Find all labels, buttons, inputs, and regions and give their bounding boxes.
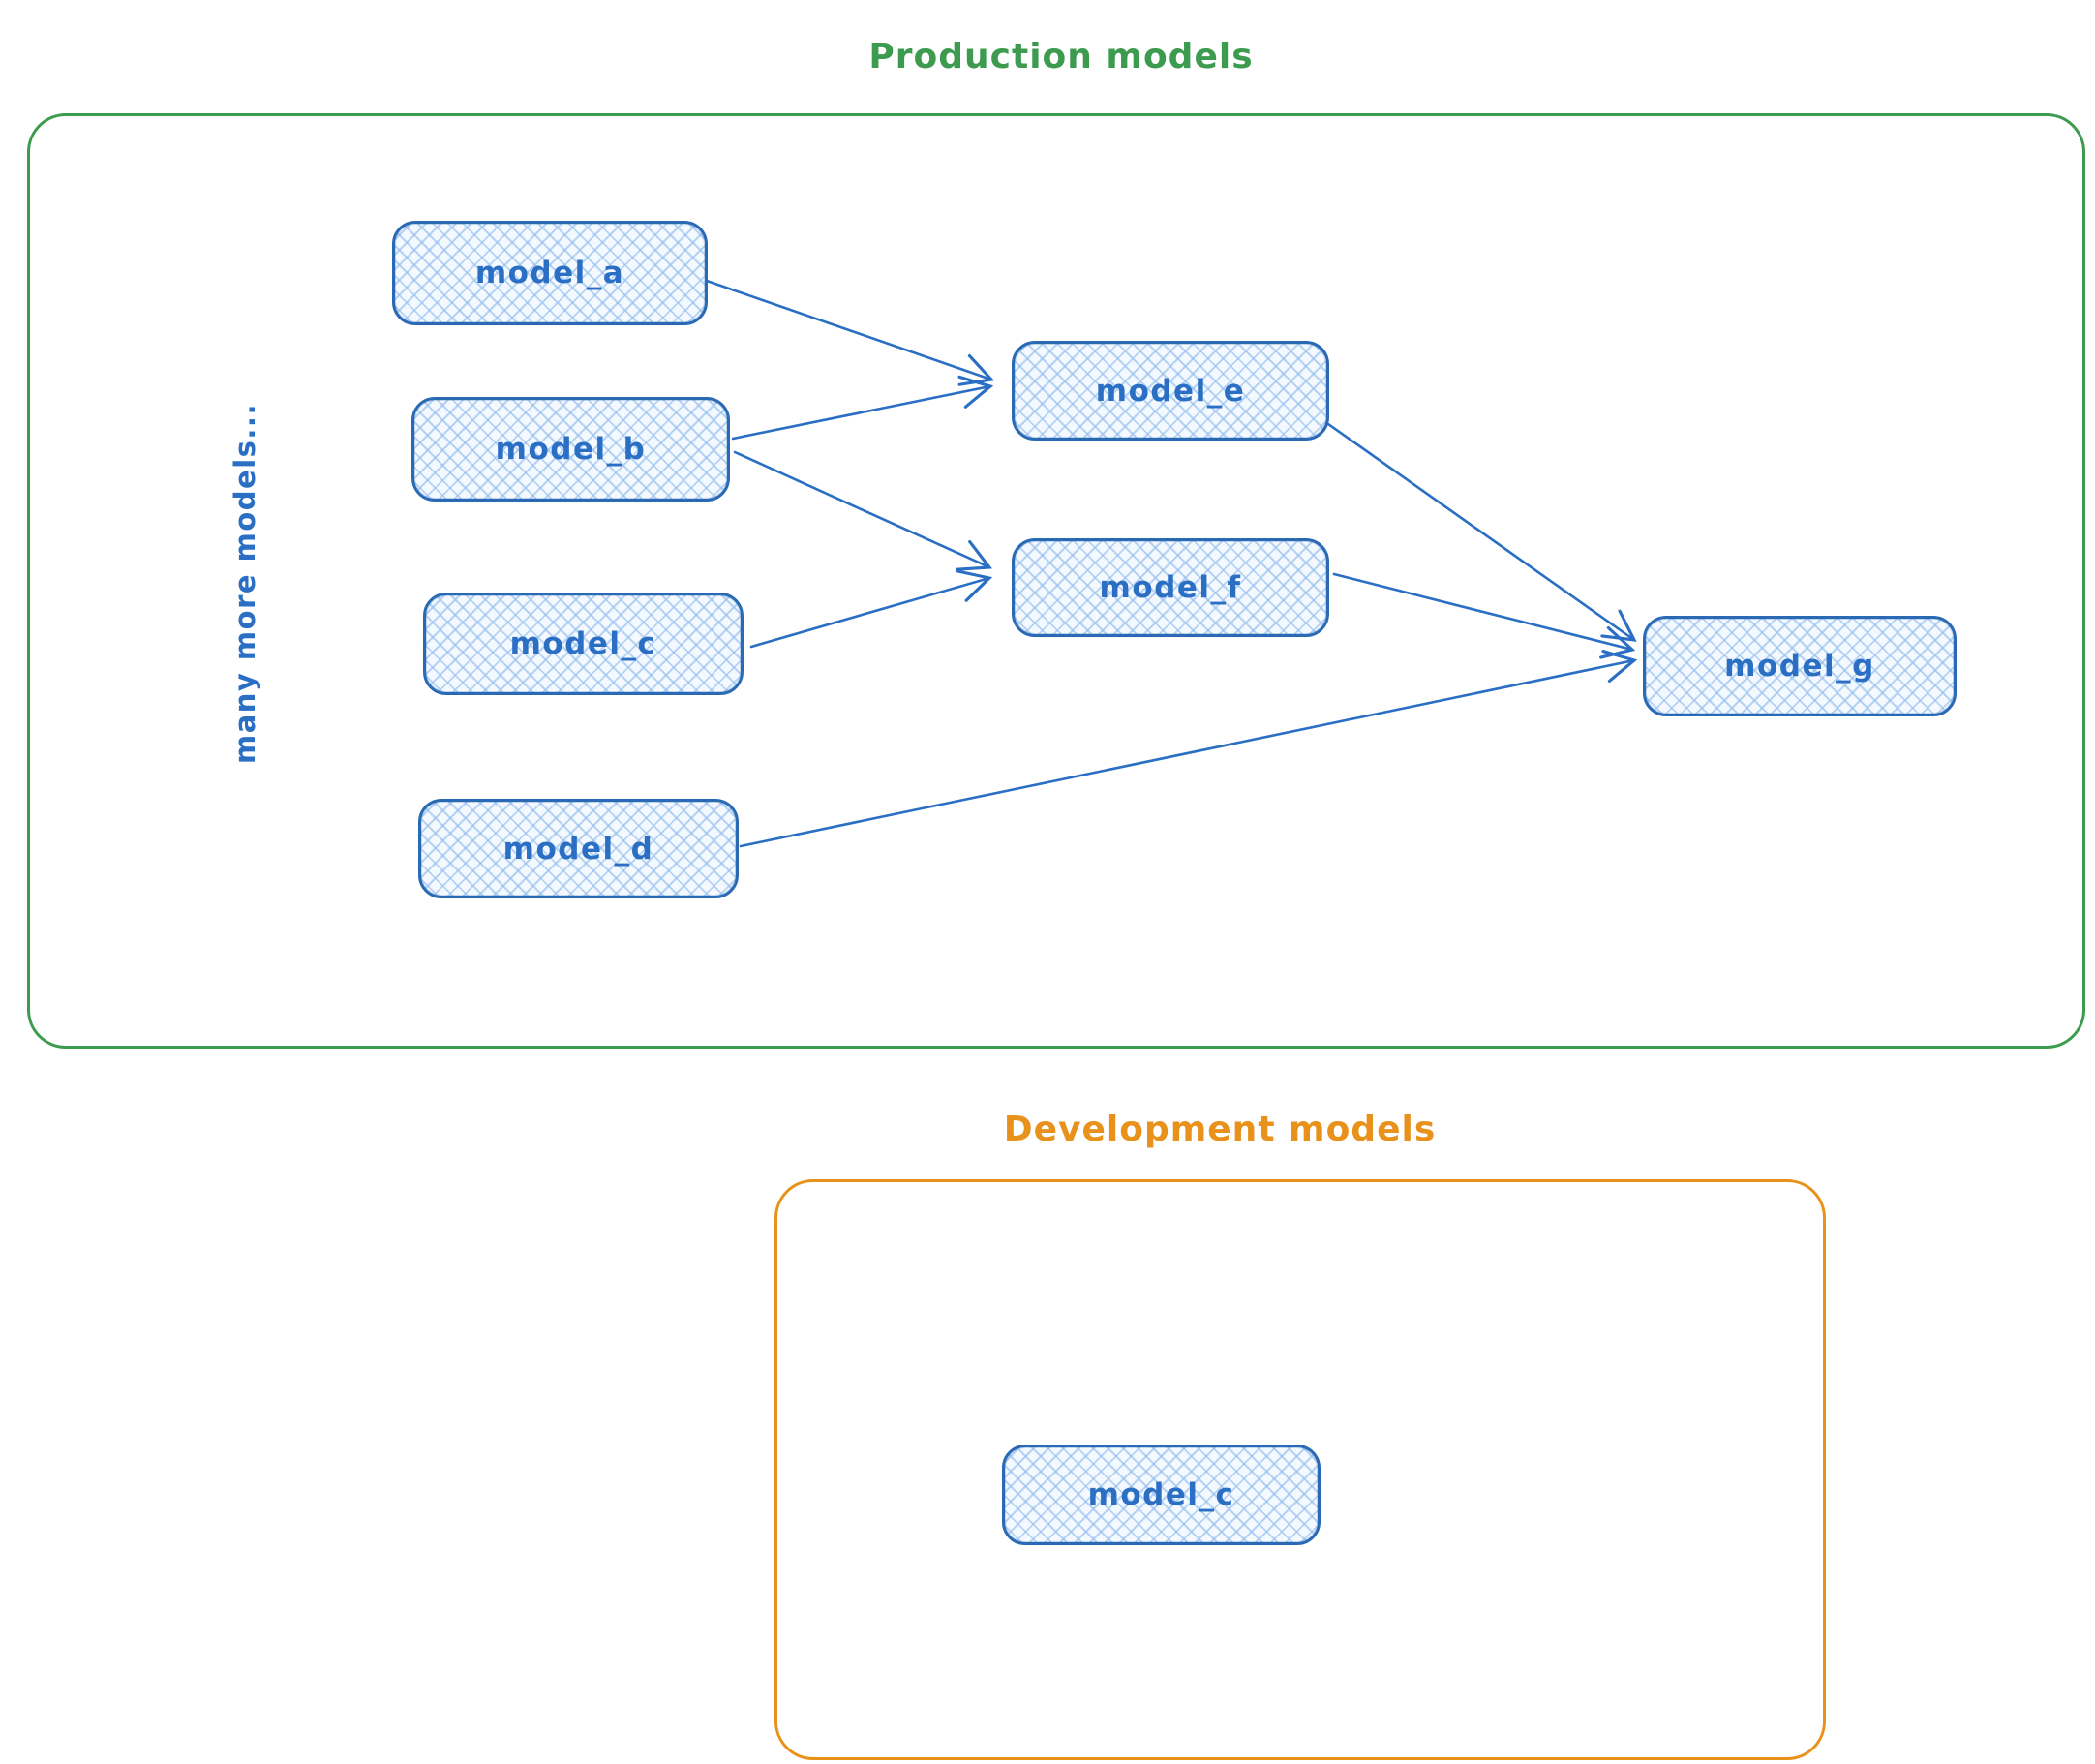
node-model-b: model_b [411,397,730,502]
node-model-e: model_e [1012,341,1329,441]
node-model-a: model_a [392,221,708,325]
node-dev-model-c-label: model_c [1087,1477,1235,1512]
node-model-c-label: model_c [509,626,657,661]
development-group-container [774,1179,1826,1760]
node-dev-model-c: model_c [1002,1445,1321,1545]
node-model-d-label: model_d [502,831,654,867]
node-model-g-label: model_g [1724,649,1875,684]
node-model-a-label: model_a [474,256,625,290]
node-model-b-label: model_b [495,432,647,467]
development-group-title: Development models [1003,1110,1437,1149]
node-model-f-label: model_f [1099,570,1242,605]
node-model-g: model_g [1643,616,1957,716]
node-model-d: model_d [418,799,739,898]
node-model-c: model_c [423,593,744,695]
production-group-title: Production models [868,37,1254,76]
production-group-container [27,113,2085,1049]
node-model-f: model_f [1012,538,1329,637]
many-more-models-note: many more models... [228,403,261,764]
node-model-e-label: model_e [1095,373,1246,409]
